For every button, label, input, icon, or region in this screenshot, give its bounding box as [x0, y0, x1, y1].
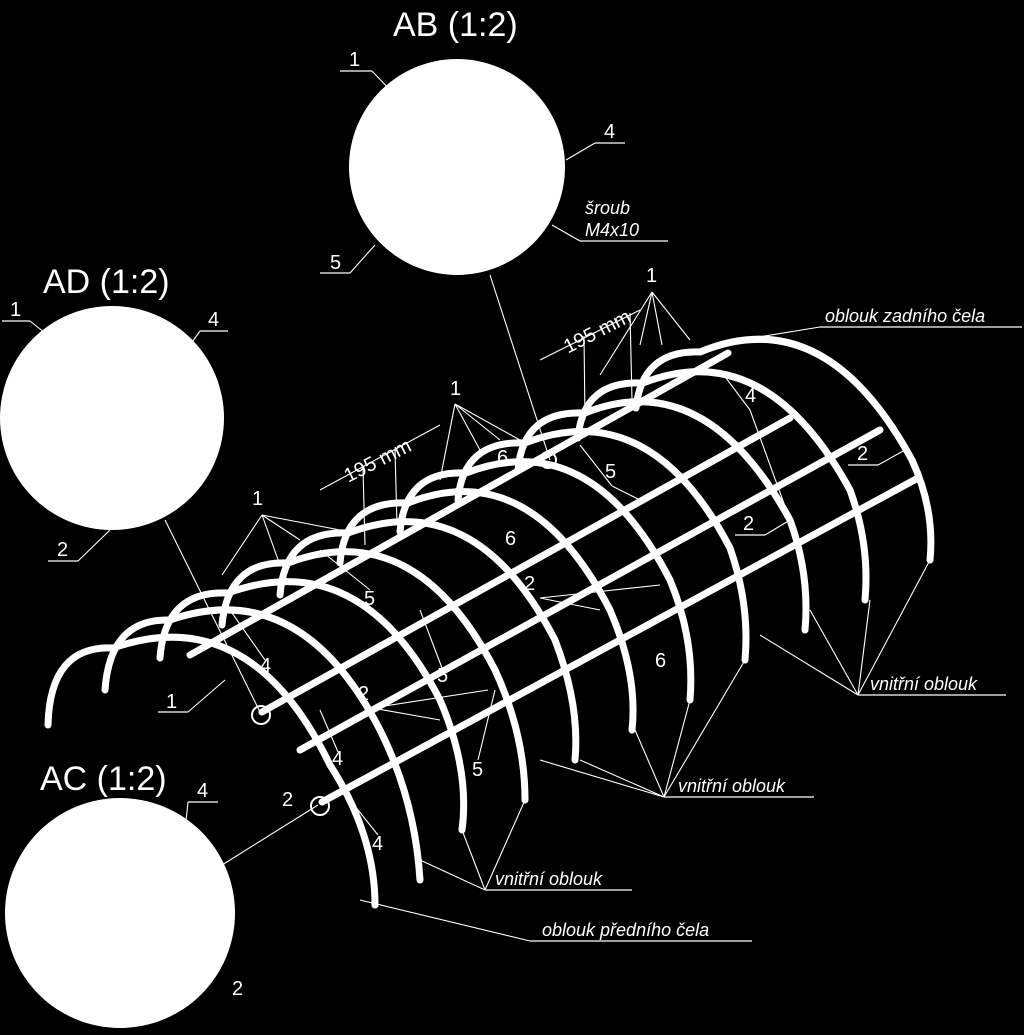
detail-ab-circle	[349, 59, 565, 275]
part-2-d: 2	[358, 683, 369, 705]
detail-ad-circle	[0, 306, 224, 530]
label-front-arc: oblouk předního čela	[542, 920, 709, 940]
longitudinal-bars	[186, 349, 922, 806]
part-4-c: 4	[332, 748, 343, 770]
detail-ad: AD (1:2) 1 4 2	[0, 263, 261, 713]
part-4-b: 4	[260, 655, 271, 677]
detail-ab-title: AB (1:2)	[393, 6, 518, 44]
part-1-a: 1	[646, 265, 657, 287]
label-inner-arc-3: vnitřní oblouk	[495, 869, 603, 889]
detail-ab: AB (1:2) 1 4 šroub M4x10 5	[320, 6, 668, 461]
part-callouts: 1 1 1 1 2 2 2 2 2 4	[158, 265, 906, 855]
part-1-d: 1	[166, 691, 177, 713]
part-2-b: 2	[743, 513, 754, 535]
detail-ac: AC (1:2) 4 2	[5, 760, 319, 1028]
marker-ab	[539, 451, 557, 469]
detail-ac-part-4: 4	[197, 780, 208, 802]
detail-ad-part-1: 1	[10, 299, 21, 321]
part-2-e: 2	[282, 789, 293, 811]
main-arcs	[109, 335, 935, 909]
marker-ad	[251, 705, 271, 725]
detail-ab-screw-line2: M4x10	[585, 220, 639, 240]
part-6-c: 6	[655, 650, 666, 672]
part-2-c: 2	[524, 573, 535, 595]
arc-labels: oblouk zadního čela vnitřní oblouk vnitř…	[359, 306, 1022, 942]
label-back-arc: oblouk zadního čela	[825, 306, 985, 326]
detail-ab-part-4: 4	[604, 121, 615, 143]
marker-ac	[310, 796, 330, 816]
detail-ab-part-1: 1	[349, 49, 360, 71]
part-5-a: 5	[605, 461, 616, 483]
detail-ab-screw-line1: šroub	[585, 198, 630, 218]
part-6-a: 6	[497, 447, 508, 469]
dimension-spacing-1: 195 mm	[341, 435, 415, 487]
part-1-b: 1	[450, 378, 461, 400]
detail-ac-part-2: 2	[232, 978, 243, 1000]
detail-markers	[251, 451, 557, 816]
dimension-spacing-2: 195 mm	[560, 306, 634, 358]
label-inner-arc-2: vnitřní oblouk	[678, 776, 786, 796]
detail-ad-part-2: 2	[57, 539, 68, 561]
label-inner-arc-1: vnitřní oblouk	[870, 674, 978, 694]
part-4-d: 4	[372, 833, 383, 855]
detail-ac-circle	[5, 798, 235, 1028]
part-4-a: 4	[745, 385, 756, 407]
detail-ad-title: AD (1:2)	[43, 263, 170, 301]
detail-ac-title: AC (1:2)	[40, 760, 167, 798]
part-5-c: 5	[437, 665, 448, 687]
detail-ab-part-5: 5	[330, 252, 341, 274]
part-5-d: 5	[472, 759, 483, 781]
detail-ad-part-4: 4	[208, 309, 219, 331]
part-5-b: 5	[364, 588, 375, 610]
part-6-b: 6	[505, 528, 516, 550]
part-1-c: 1	[252, 488, 263, 510]
part-2-a: 2	[857, 443, 868, 465]
